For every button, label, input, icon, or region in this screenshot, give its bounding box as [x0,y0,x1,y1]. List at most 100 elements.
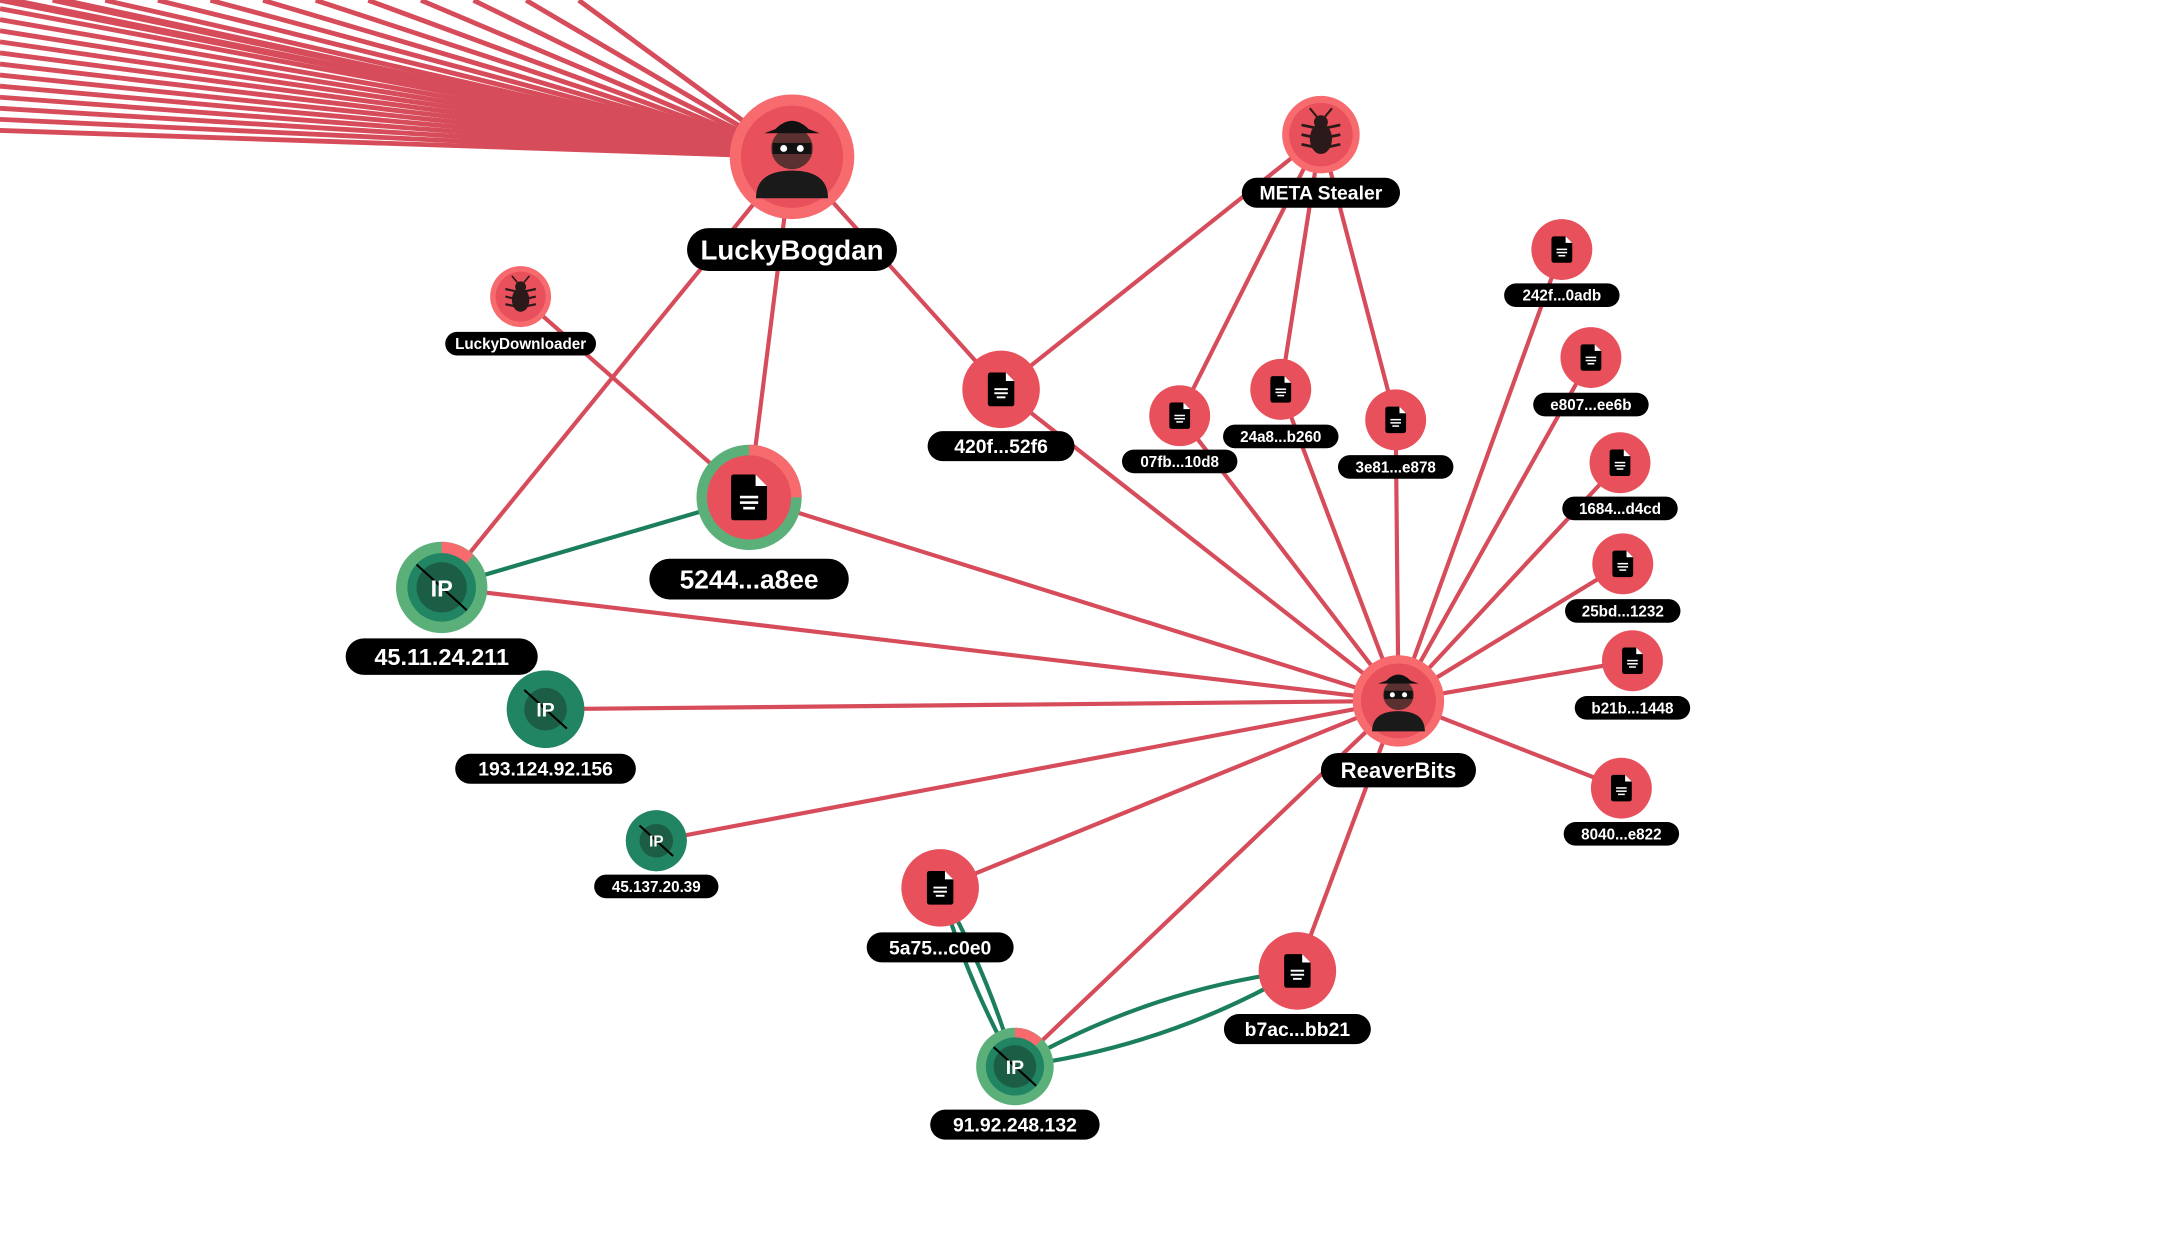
node-label-text: LuckyDownloader [455,336,586,353]
edge-f5244-ip1 [441,495,750,590]
edge-offscreen [419,0,793,160]
edges-layer [0,0,1633,1069]
node-file-f5a75[interactable]: 5a75...c0e0 [866,849,1014,963]
ip-icon: IP [415,562,468,613]
file-icon [731,474,768,521]
node-label: 193.124.92.156 [455,753,636,784]
bug-icon [1301,107,1341,154]
edge-offscreen [314,0,793,160]
node-file-f07fb[interactable]: 07fb...10d8 [1121,385,1238,474]
ip-icon-text: IP [1006,1057,1024,1079]
node-file-f242f[interactable]: 242f...0adb [1504,219,1620,308]
node-label-text: 420f...52f6 [954,436,1048,458]
node-file-fb21b[interactable]: b21b...1448 [1574,630,1691,720]
hacker-icon [756,120,828,199]
node-label: 1684...d4cd [1562,496,1678,521]
node-label: LuckyDownloader [445,331,597,356]
file-icon [926,871,954,905]
ip-icon-text: IP [536,700,554,722]
file-icon [1270,376,1292,403]
edge-reaverbits-f242f [1396,248,1564,702]
node-malware-luckydownloader[interactable]: LuckyDownloader [445,266,597,356]
node-file-f5244[interactable]: 5244...a8ee [649,444,849,600]
node-file-f25bd[interactable]: 25bd...1232 [1565,533,1681,623]
file-icon [987,372,1015,407]
file-icon [1610,774,1632,802]
edge-reaverbits-f5244 [748,495,1400,703]
node-label-text: 45.11.24.211 [374,644,509,670]
edge-offscreen [0,128,793,160]
hacker-icon [1372,674,1425,732]
file-icon [1385,406,1407,434]
node-file-f8040[interactable]: 8040...e822 [1563,757,1680,846]
edge-reaverbits-fb7ac [1295,700,1401,972]
ip-icon: IP [523,687,568,731]
edge-meta_stealer-f3e81 [1318,134,1398,421]
node-ip-ip1[interactable]: IP 45.11.24.211 [345,541,538,675]
file-icon [1609,449,1631,476]
node-ip-ip2[interactable]: IP 193.124.92.156 [455,670,636,784]
node-label-text: 193.124.92.156 [478,759,613,781]
node-file-f420f[interactable]: 420f...52f6 [927,350,1075,462]
node-ip-ip3[interactable]: IP 45.137.20.39 [594,810,719,899]
edge-offscreen [209,0,793,160]
file-icon [1622,647,1643,674]
node-label-text: e807...ee6b [1550,397,1631,414]
node-label-text: 5244...a8ee [680,565,819,595]
edge-reaverbits-ip1 [441,585,1399,703]
edge-reaverbits-ip3 [655,698,1399,843]
node-label-text: META Stealer [1260,183,1383,205]
node-label: 91.92.248.132 [930,1109,1100,1140]
node-file-fe807[interactable]: e807...ee6b [1533,327,1649,417]
node-label: 420f...52f6 [927,431,1075,462]
node-label: META Stealer [1241,177,1401,208]
node-label: 07fb...10d8 [1121,449,1238,474]
edge-meta_stealer-f24a8 [1278,134,1323,390]
node-actor-luckybogdan[interactable]: LuckyBogdan [687,94,897,271]
node-label-text: b7ac...bb21 [1245,1019,1351,1041]
file-icon [1284,954,1311,988]
ip-icon-text: IP [431,575,453,601]
node-label: 25bd...1232 [1565,599,1681,623]
edge-fb7ac-ip4 [1014,969,1299,1069]
node-label-text: 24a8...b260 [1240,429,1321,446]
file-icon [1169,402,1191,429]
ip-icon: IP [638,824,674,858]
node-file-f3e81[interactable]: 3e81...e878 [1337,389,1454,479]
node-label: 5244...a8ee [649,558,849,600]
node-label: 3e81...e878 [1337,455,1454,479]
file-icon [1580,344,1602,371]
edge-fb7ac-ip4 [1013,968,1298,1069]
edge-reaverbits-f5a75 [939,698,1400,890]
node-label-text: 5a75...c0e0 [889,937,991,959]
node-label: 8040...e822 [1563,822,1680,846]
node-file-f24a8[interactable]: 24a8...b260 [1223,358,1339,449]
node-label: 45.137.20.39 [594,874,719,899]
file-icon [1551,236,1573,263]
node-malware-meta_stealer[interactable]: META Stealer [1241,95,1401,208]
edge-meta_stealer-f420f [999,132,1323,392]
node-label-text: ReaverBits [1341,758,1457,783]
node-label: 24a8...b260 [1223,424,1339,449]
node-label-text: 25bd...1232 [1582,603,1664,620]
node-label-text: 07fb...10d8 [1140,454,1219,471]
edge-reaverbits-ip2 [545,698,1399,712]
node-file-f1684[interactable]: 1684...d4cd [1562,432,1678,521]
node-label-text: 45.137.20.39 [612,879,701,896]
node-ip-ip4[interactable]: IP 91.92.248.132 [930,1027,1100,1140]
node-label: 5a75...c0e0 [866,932,1014,963]
node-label-text: 242f...0adb [1523,288,1602,305]
edge-offscreen [367,0,793,160]
node-label-text: 3e81...e878 [1355,459,1435,476]
node-label: LuckyBogdan [687,228,897,271]
node-label: 242f...0adb [1504,283,1620,308]
node-label-text: LuckyBogdan [700,235,883,266]
node-actor-reaverbits[interactable]: ReaverBits [1320,655,1476,788]
node-label: b21b...1448 [1574,696,1691,720]
node-label-text: b21b...1448 [1591,700,1673,717]
node-file-fb7ac[interactable]: b7ac...bb21 [1223,932,1371,1045]
node-label: ReaverBits [1320,752,1476,788]
ip-icon-text: IP [649,834,663,851]
